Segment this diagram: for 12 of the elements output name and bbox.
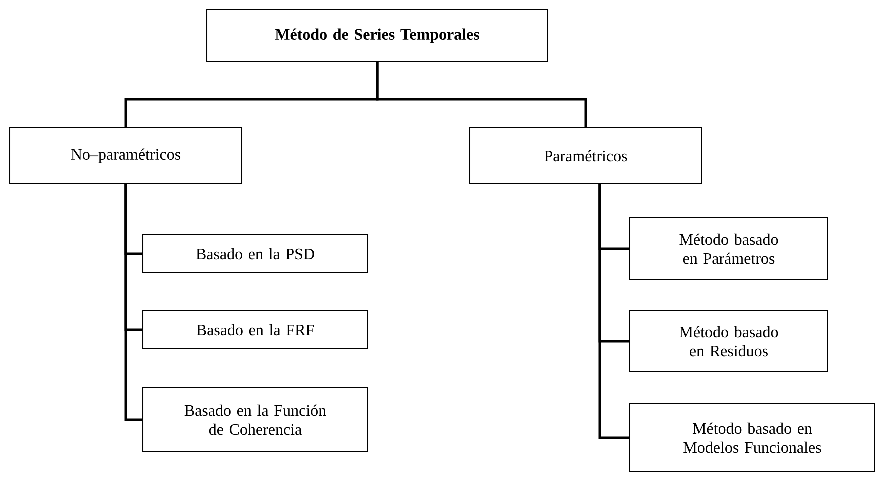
method-box: Método basado en Parámetros (630, 218, 828, 280)
title-box: Método de Series Temporales (206, 10, 548, 62)
method-box: Basado en la PSD (142, 234, 368, 274)
method-box: Método basado en Modelos Funcionales (630, 403, 876, 472)
method-box: Basado en la Función de Coherencia (142, 387, 368, 452)
method-box: Basado en la FRF (142, 310, 368, 350)
method-box: Método basado en Residuos (630, 310, 828, 372)
connector-line (376, 62, 588, 128)
connector-line (598, 184, 630, 440)
connector-line (124, 184, 142, 422)
category-box: Paramétricos (470, 128, 702, 184)
category-box: No–paramétricos (10, 128, 242, 184)
